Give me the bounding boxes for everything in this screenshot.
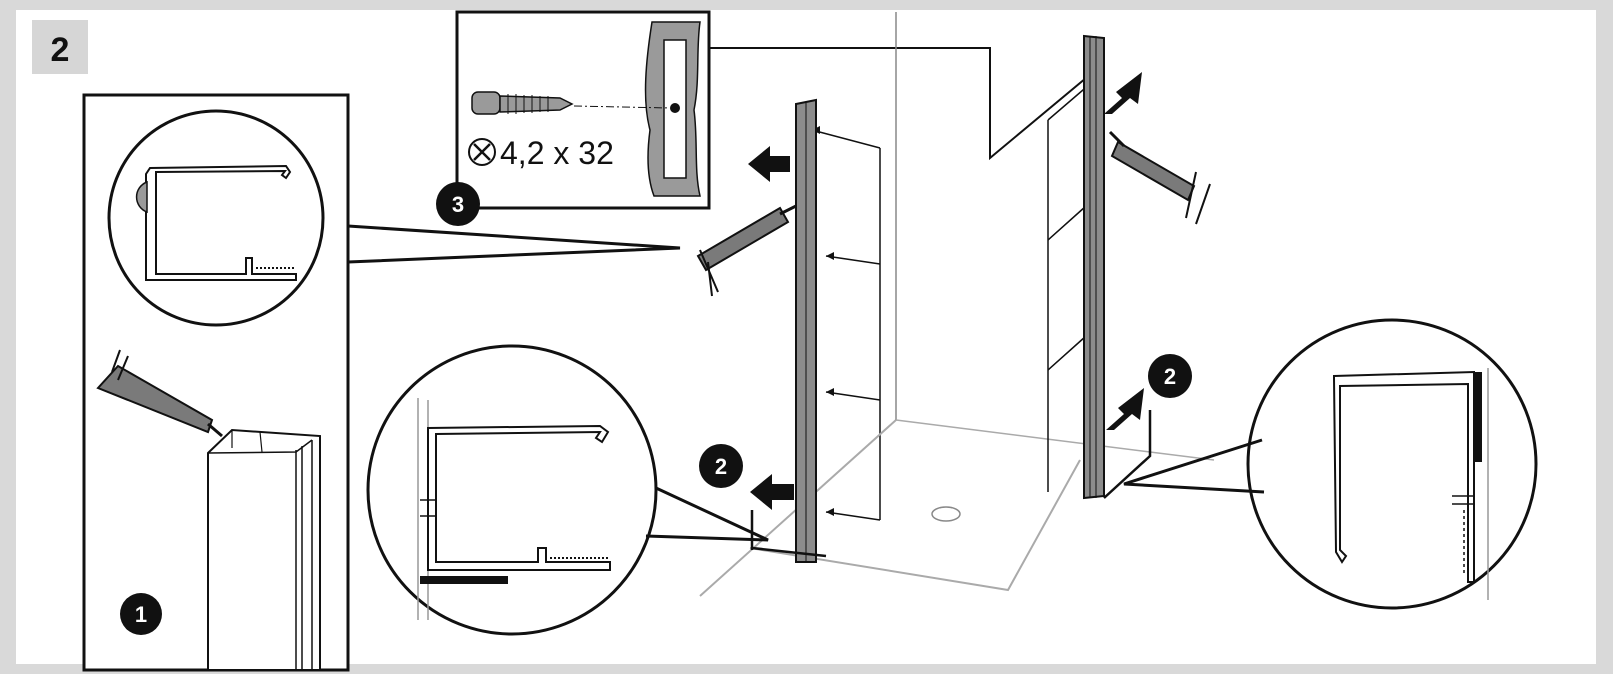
profile-extrusion xyxy=(207,428,321,671)
left-wall-profile xyxy=(750,98,827,563)
profile-zoom-circle xyxy=(107,109,325,327)
step-badge-1-label: 1 xyxy=(135,602,147,627)
screw-icon xyxy=(471,91,671,115)
silicone-gun-icon xyxy=(96,349,223,438)
screw-size-label: 4,2 x 32 xyxy=(500,135,614,171)
step-badge-2-right: 2 xyxy=(1148,354,1192,398)
left-profile-zoom-circle xyxy=(366,344,769,636)
arrow-left-top-icon xyxy=(748,146,790,182)
right-wall-profile xyxy=(1083,34,1152,500)
left-inset-panel: 1 xyxy=(82,93,681,672)
step-badge-3: 3 xyxy=(436,182,480,226)
step-number: 2 xyxy=(51,31,70,69)
step-number-box: 2 xyxy=(32,20,88,74)
cross-recess-icon xyxy=(468,138,496,166)
drain-icon xyxy=(931,506,961,522)
arrow-right-top-icon xyxy=(1104,72,1142,114)
silicone-gun-left-icon xyxy=(696,204,797,297)
step-badge-1: 1 xyxy=(120,593,162,635)
silicone-gun-right-icon xyxy=(1108,130,1211,225)
arrow-left-bottom-icon xyxy=(750,474,794,510)
step-badge-2-left: 2 xyxy=(699,444,743,488)
screw-inset-panel: 4,2 x 32 3 xyxy=(436,10,1087,226)
step-badge-3-label: 3 xyxy=(452,192,464,217)
step-badge-2-left-label: 2 xyxy=(715,454,727,479)
arrow-right-bottom-icon xyxy=(1106,388,1144,430)
step-badge-2-right-label: 2 xyxy=(1164,364,1176,389)
right-profile-zoom-circle xyxy=(1123,318,1538,610)
